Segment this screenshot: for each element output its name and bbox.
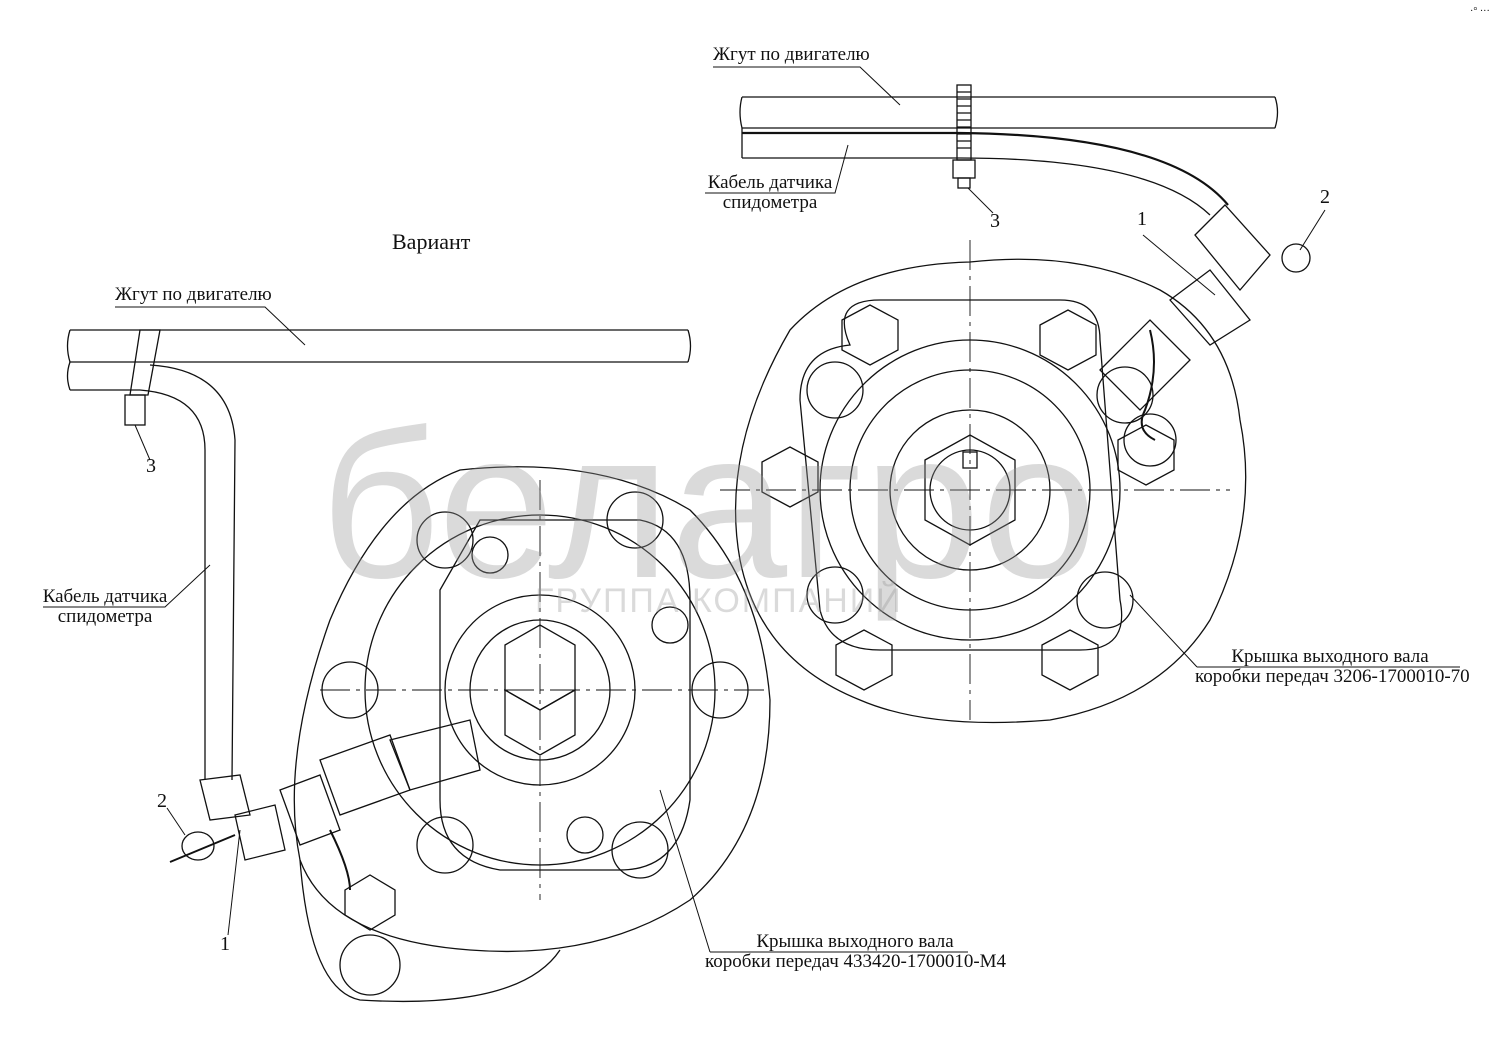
watermark-logo: белагро bbox=[320, 387, 1098, 622]
left-harness-label: Жгут по двигателю bbox=[115, 284, 272, 305]
left-cable-label-line2: спидометра bbox=[57, 606, 153, 627]
right-callout-2: 2 bbox=[1320, 186, 1330, 208]
right-harness-label: Жгут по двигателю bbox=[713, 44, 870, 65]
left-sensor-connector bbox=[169, 719, 481, 891]
left-cover-label-line1: Крышка выходного вала bbox=[756, 931, 954, 952]
left-cover-drawing bbox=[293, 466, 771, 1003]
corner-mark: ·° ··· bbox=[1470, 6, 1490, 17]
right-cover-label-line1: Крышка выходного вала bbox=[1231, 646, 1429, 667]
right-cover-label: Крышка выходного вала коробки передач 32… bbox=[1195, 646, 1470, 687]
left-cover-label: Крышка выходного вала коробки передач 43… bbox=[705, 931, 1007, 972]
right-cover-drawing bbox=[720, 240, 1247, 724]
right-cable-label-line1: Кабель датчика bbox=[707, 172, 833, 193]
left-clamp-icon bbox=[124, 329, 161, 426]
right-clamp-icon bbox=[952, 84, 976, 189]
right-callout-1: 1 bbox=[1137, 208, 1147, 230]
variant-title: Вариант bbox=[392, 229, 471, 254]
right-cable-label: Кабель датчика спидометра bbox=[705, 173, 835, 213]
left-cover-label-line2: коробки передач 433420-1700010-М4 bbox=[705, 951, 1007, 972]
left-cable-label: Кабель датчика спидометра bbox=[40, 587, 170, 627]
left-cable-label-line1: Кабель датчика bbox=[42, 586, 168, 607]
left-harness bbox=[66, 329, 692, 781]
right-harness bbox=[739, 96, 1279, 216]
leader-lines bbox=[43, 66, 1460, 953]
watermark-subtitle: ГРУППА КОМПАНИЙ bbox=[535, 582, 903, 620]
right-sensor-connector bbox=[1099, 204, 1311, 467]
right-cable-label-line2: спидометра bbox=[722, 192, 818, 213]
right-cover-label-line2: коробки передач 3206-1700010-70 bbox=[1195, 666, 1470, 687]
left-callout-2: 2 bbox=[157, 790, 167, 812]
left-callout-3: 3 bbox=[146, 455, 156, 477]
left-callout-1: 1 bbox=[220, 933, 230, 955]
right-callout-3: 3 bbox=[990, 210, 1000, 232]
